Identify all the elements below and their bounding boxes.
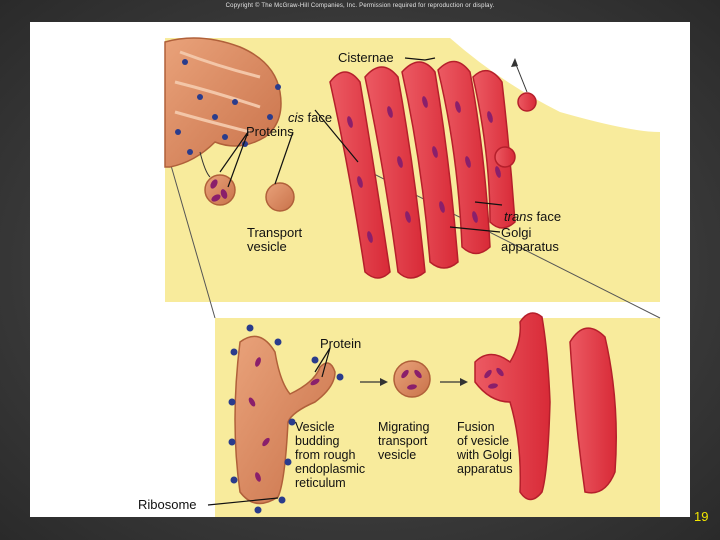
label-trans-face-rest: face — [532, 209, 562, 224]
label-transport-vesicle: Transport vesicle — [247, 225, 303, 254]
fusing-golgi — [474, 312, 551, 501]
page-number: 19 — [694, 509, 709, 524]
copyright-notice: Copyright © The McGraw-Hill Companies, I… — [225, 3, 495, 9]
label-migrating-vesicle: Migrating transport vesicle — [378, 420, 430, 462]
label-cis-face: cis face — [288, 97, 332, 125]
label-vesicle-budding: Vesicle budding from rough endoplasmic r… — [295, 420, 366, 490]
zoom-line-left — [169, 161, 216, 319]
leader-lines — [207, 57, 503, 506]
migrating-vesicle — [393, 360, 431, 398]
label-trans-face-italic: trans — [504, 209, 533, 224]
label-cis-face-rest: face — [303, 110, 333, 125]
vesicle-top-left — [204, 174, 236, 206]
rough-er-top — [164, 37, 282, 168]
label-cisternae: Cisternae — [338, 50, 394, 65]
golgi-stack-top — [329, 58, 537, 279]
label-trans-face: trans face — [504, 196, 561, 224]
golgi-cisterna-bottom — [569, 327, 617, 494]
zoom-line-right — [369, 171, 661, 319]
label-fusion-of-vesicle: Fusion of vesicle with Golgi apparatus — [457, 420, 513, 476]
label-protein: Protein — [320, 336, 362, 351]
transport-vesicle-top — [265, 182, 295, 212]
flow-arrow — [199, 151, 211, 178]
label-ribosome: Ribosome — [138, 497, 197, 512]
rough-er-bottom — [228, 324, 344, 514]
golgi-figure — [164, 37, 661, 517]
slide: Cisternae cis face Proteins trans face T… — [30, 22, 690, 517]
label-proteins: Proteins — [246, 124, 294, 139]
label-golgi-apparatus: Golgi apparatus — [501, 225, 559, 254]
label-cis-face-italic: cis — [288, 110, 304, 125]
